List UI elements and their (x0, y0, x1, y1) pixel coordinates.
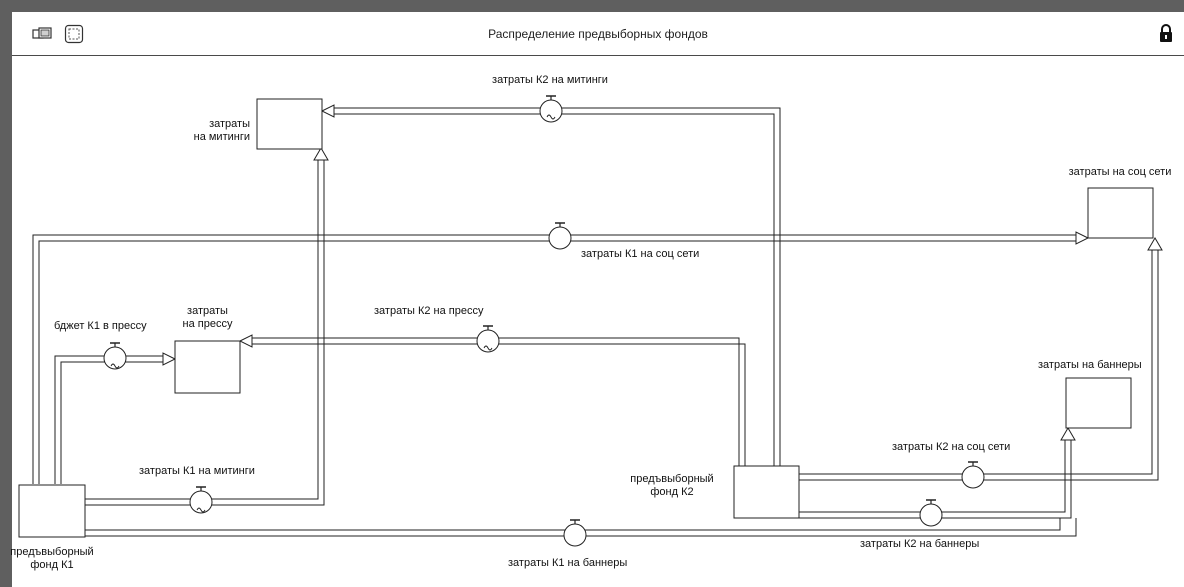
arrowhead-social-left (1075, 231, 1090, 245)
window-frame-left (0, 0, 12, 587)
label-k2-social: затраты К2 на соц сети (892, 441, 1011, 453)
label-stock-press: затраты на прессу (182, 305, 233, 330)
arrowhead-rallies-right (320, 104, 335, 118)
label-k2-press: затраты К2 на прессу (374, 305, 484, 317)
label-stock-social: затраты на соц сети (1068, 166, 1172, 178)
label-k2-rallies: затраты К2 на митинги (492, 74, 608, 86)
valve-k1-press[interactable] (103, 342, 127, 370)
valve-k2-banners[interactable] (919, 499, 943, 527)
window-frame-top (0, 0, 1184, 12)
arrowhead-banners-bottom (1060, 427, 1076, 441)
window-title: Распределение предвыборных фондов (488, 27, 708, 41)
label-k2-banners: затраты К2 на баннеры (860, 538, 980, 550)
stock-social[interactable] (1087, 187, 1154, 239)
lock-icon[interactable] (1158, 23, 1174, 48)
pipe-k1-social (32, 234, 1079, 484)
windows-icon[interactable] (32, 26, 56, 47)
pipe-k2-rallies (332, 107, 781, 466)
stock-fund-k1[interactable] (18, 484, 86, 538)
arrowhead-social-bottom (1147, 237, 1163, 251)
pipe-k1-banners (85, 518, 1077, 537)
title-bar: Распределение предвыборных фондов (12, 12, 1184, 56)
pipe-k1-rallies (85, 160, 325, 506)
pipe-k2-social (799, 248, 1159, 481)
arrowhead-press-right (238, 334, 253, 348)
select-icon[interactable] (64, 24, 84, 49)
pipe-k2-press (249, 337, 746, 466)
valve-k2-rallies[interactable] (539, 95, 563, 123)
label-stock-rallies: затраты на митинги (193, 118, 250, 143)
stock-banners[interactable] (1065, 377, 1132, 429)
label-k1-rallies: затраты К1 на митинги (139, 465, 255, 477)
label-stock-banners: затраты на баннеры (1038, 359, 1142, 371)
diagram-canvas (18, 95, 1163, 547)
valve-k1-banners[interactable] (563, 519, 587, 547)
label-stock-fund-k1: предъвыборный фонд К1 (10, 546, 94, 571)
arrowhead-press-left (162, 352, 177, 366)
label-k1-banners: затраты К1 на баннеры (508, 557, 628, 569)
label-stock-fund-k2: предъвыборный фонд К2 (630, 473, 714, 498)
valve-k1-social[interactable] (548, 222, 572, 250)
stock-fund-k2[interactable] (733, 465, 800, 519)
valve-k2-press[interactable] (476, 325, 500, 353)
pipe-k2-banners (799, 438, 1072, 519)
arrowhead-rallies-bottom (313, 147, 329, 161)
pipe-k1-press (54, 355, 163, 484)
stock-rallies[interactable] (256, 98, 323, 150)
label-k1-press: бджет К1 в прессу (54, 320, 147, 332)
label-k1-social: затраты К1 на соц сети (581, 248, 700, 260)
valve-k1-rallies[interactable] (189, 486, 213, 514)
stock-press[interactable] (174, 340, 241, 394)
valve-k2-social[interactable] (961, 461, 985, 489)
